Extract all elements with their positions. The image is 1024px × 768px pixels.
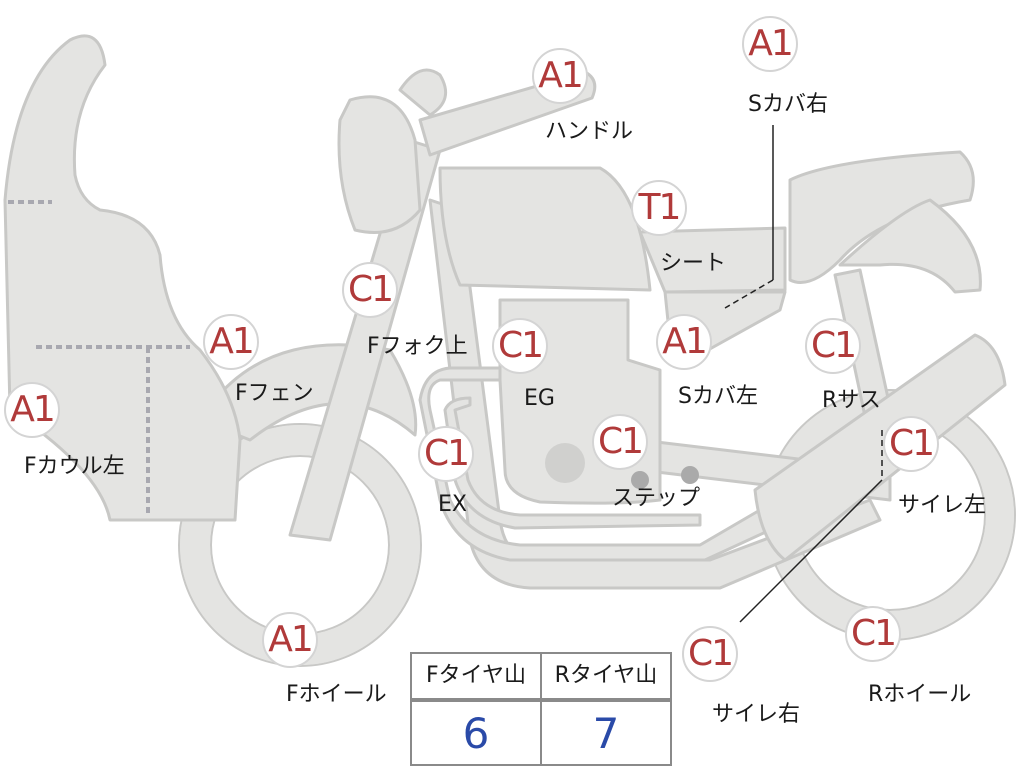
muffler-shape xyxy=(753,333,1007,562)
tail-shape xyxy=(838,198,982,294)
mirror-shape xyxy=(398,68,448,117)
frame-shape xyxy=(428,198,882,590)
grade-badge-seat: T1 xyxy=(631,180,687,236)
part-label-front-cowl-left: Fカウル左 xyxy=(24,454,125,479)
engine-cover-shape xyxy=(545,443,585,483)
grade-badge-exhaust: C1 xyxy=(418,426,474,482)
part-label-step: ステップ xyxy=(612,486,701,511)
front-tire-header: Fタイヤ山 xyxy=(426,663,526,688)
seat-base-shape xyxy=(638,226,787,294)
footpeg-shape-2 xyxy=(681,466,699,484)
tank-shape xyxy=(438,166,652,292)
seat-shape xyxy=(788,150,975,284)
grade-badge-handle: A1 xyxy=(532,48,588,104)
leader-line-muffler-right xyxy=(739,479,883,623)
grade-badge-front-cowl-left: A1 xyxy=(4,382,60,438)
part-label-front-fender: Fフェン xyxy=(235,381,314,406)
grade-badge-front-fender: A1 xyxy=(203,314,259,370)
grade-badge-muffler-right: C1 xyxy=(682,626,738,682)
grade-badge-front-fork-upper: C1 xyxy=(342,262,398,318)
grade-badge-rear-suspension: C1 xyxy=(805,318,861,374)
grade-badge-front-wheel: A1 xyxy=(262,612,318,668)
part-label-rear-wheel: Rホイール xyxy=(868,682,972,707)
grade-badge-side-cover-right: A1 xyxy=(742,16,798,72)
rear-tire-header: Rタイヤ山 xyxy=(554,663,658,688)
exhaust-inner-shape xyxy=(443,396,702,530)
grade-badge-side-cover-left: A1 xyxy=(656,314,712,370)
part-label-engine: EG xyxy=(524,386,555,411)
grade-badge-rear-wheel: C1 xyxy=(845,606,901,662)
part-label-front-fork-upper: Fフォク上 xyxy=(367,334,468,359)
table-column-divider xyxy=(540,654,542,764)
part-label-muffler-left: サイレ左 xyxy=(898,493,987,518)
headlight-shape xyxy=(337,95,422,234)
part-label-seat: シート xyxy=(660,251,727,276)
part-label-rear-suspension: Rサス xyxy=(822,388,881,413)
exhaust-pipe-shape xyxy=(418,366,772,562)
grade-badge-step: C1 xyxy=(592,414,648,470)
part-label-front-wheel: Fホイール xyxy=(286,682,387,707)
rear-tire-value: 7 xyxy=(592,709,620,758)
tire-tread-table: Fタイヤ山 Rタイヤ山 6 7 xyxy=(410,652,672,766)
part-label-side-cover-right: Sカバ右 xyxy=(748,92,828,117)
part-label-handle: ハンドル xyxy=(545,119,634,144)
grade-badge-engine: C1 xyxy=(492,318,548,374)
part-label-side-cover-left: Sカバ左 xyxy=(678,384,758,409)
part-label-exhaust: EX xyxy=(438,492,467,517)
grade-badge-muffler-left: C1 xyxy=(883,416,939,472)
front-tire-value: 6 xyxy=(462,709,490,758)
footpeg-shape-1 xyxy=(631,471,649,489)
part-label-muffler-right: サイレ右 xyxy=(712,702,801,727)
